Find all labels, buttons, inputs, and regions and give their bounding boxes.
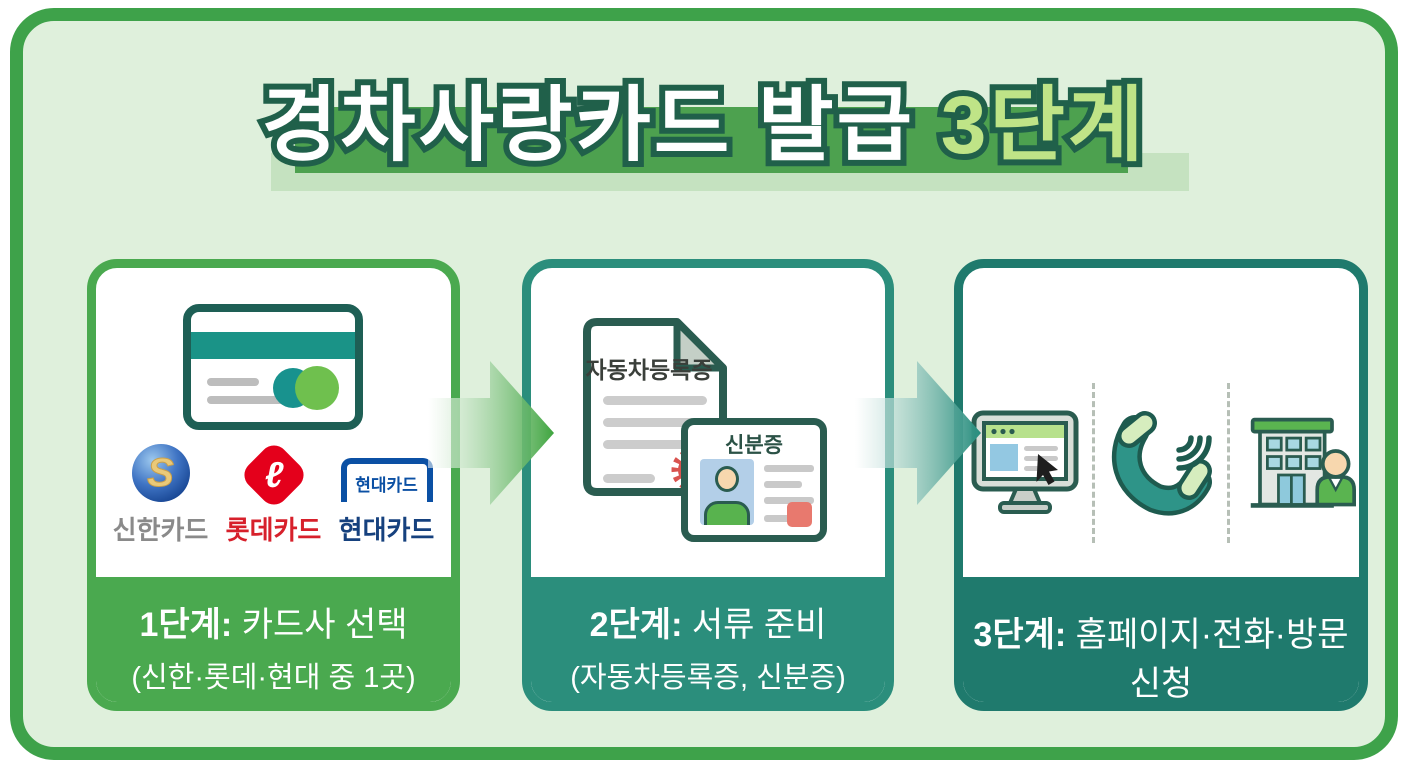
step3-card: 3단계: 홈페이지·전화·방문 신청: [954, 259, 1368, 711]
document-title: 자동차등록증: [586, 357, 713, 383]
step2-card: 자동차등록증 신분증: [522, 259, 894, 711]
step3-footer: 3단계: 홈페이지·전화·방문 신청: [963, 577, 1359, 702]
step2-footer: 2단계: 서류 준비 (자동차등록증, 신분증): [531, 577, 885, 702]
phone-icon: [1111, 411, 1212, 516]
sound-waves-icon: [1176, 435, 1212, 471]
person-head: [715, 466, 739, 492]
shinhan-globe-icon: S: [131, 444, 190, 502]
credit-card-icon: [183, 304, 363, 430]
hyundai-card-logo: 현대카드 현대카드: [338, 444, 435, 547]
monitor-icon: [971, 410, 1079, 514]
page-title: 경차사랑카드 발급 3단계: [23, 74, 1385, 177]
id-text-line: [764, 515, 794, 522]
id-card-title: 신분증: [725, 434, 783, 457]
title-main: 경차사랑카드 발급: [256, 74, 941, 177]
hyundai-frame-text: 현대카드: [355, 475, 418, 495]
step2-number: 2단계:: [589, 606, 683, 644]
card-text-line: [207, 378, 259, 386]
card-brand-circle-green: [295, 366, 339, 410]
shinhan-label: 신한카드: [112, 515, 209, 545]
title-highlight: 3단계: [935, 74, 1149, 177]
title-band: [295, 107, 1128, 173]
application-channels: [963, 378, 1359, 548]
lotte-glyph: ℓ: [264, 454, 283, 495]
document-line: [603, 440, 691, 449]
step2-title-text: 서류 준비: [682, 606, 827, 644]
step1-title-text: 카드사 선택: [232, 606, 408, 644]
step1-footer: 1단계: 카드사 선택 (신한·롯데·현대 중 1곳): [96, 577, 451, 702]
step2-footer-sub: (자동차등록증, 신분증): [570, 662, 846, 694]
step1-footer-title: 1단계: 카드사 선택: [96, 597, 451, 646]
step3-number: 3단계:: [973, 616, 1067, 654]
card-company-logos: S 신한카드 ℓ 롯데카드 현대카드 현대카드: [104, 439, 443, 547]
cursor-icon: [1036, 454, 1058, 485]
id-stamp: [787, 502, 812, 527]
id-photo: [700, 459, 754, 525]
lotte-card-logo: ℓ 롯데카드: [225, 439, 322, 547]
card-text-line: [207, 396, 295, 404]
person-icon: [1315, 449, 1356, 507]
step1-footer-sub: (신한·롯데·현대 중 1곳): [131, 662, 416, 694]
lotte-diamond-icon: ℓ: [238, 439, 309, 511]
id-text-line: [764, 481, 802, 488]
lotte-label: 롯데카드: [225, 515, 322, 545]
phone-channel: [1101, 378, 1221, 548]
hyundai-frame-icon: 현대카드: [340, 458, 433, 502]
step3-footer-title: 3단계: 홈페이지·전화·방문 신청: [963, 607, 1359, 703]
card-magnetic-stripe: [191, 332, 355, 359]
arrow-step2-to-step3-icon: [855, 361, 981, 505]
shinhan-glyph: S: [147, 451, 175, 495]
id-text-line: [764, 497, 814, 504]
visit-channel: [1236, 378, 1356, 548]
step1-number: 1단계:: [139, 606, 233, 644]
shinhan-card-logo: S 신한카드: [112, 444, 209, 547]
step2-footer-title: 2단계: 서류 준비: [531, 597, 885, 646]
person-shoulders: [704, 501, 750, 525]
building-icon: [1250, 417, 1356, 508]
step3-title-text: 홈페이지·전화·방문 신청: [1066, 616, 1349, 703]
document-line: [603, 474, 655, 483]
arrow-step1-to-step2-icon: [428, 361, 554, 505]
id-card-icon: 신분증: [681, 418, 827, 542]
document-line: [603, 418, 707, 427]
hyundai-label: 현대카드: [338, 515, 435, 545]
step1-card: S 신한카드 ℓ 롯데카드 현대카드 현대카드 1단계: 카드사 선택 (신한·…: [87, 259, 460, 711]
website-channel: [966, 378, 1086, 548]
dashed-divider: [1092, 383, 1095, 543]
id-text-line: [764, 465, 814, 472]
dashed-divider: [1227, 383, 1230, 543]
document-line: [603, 396, 707, 405]
frame: 경차사랑카드 발급 3단계 S 신한카드 ℓ 롯데카드: [10, 8, 1398, 760]
